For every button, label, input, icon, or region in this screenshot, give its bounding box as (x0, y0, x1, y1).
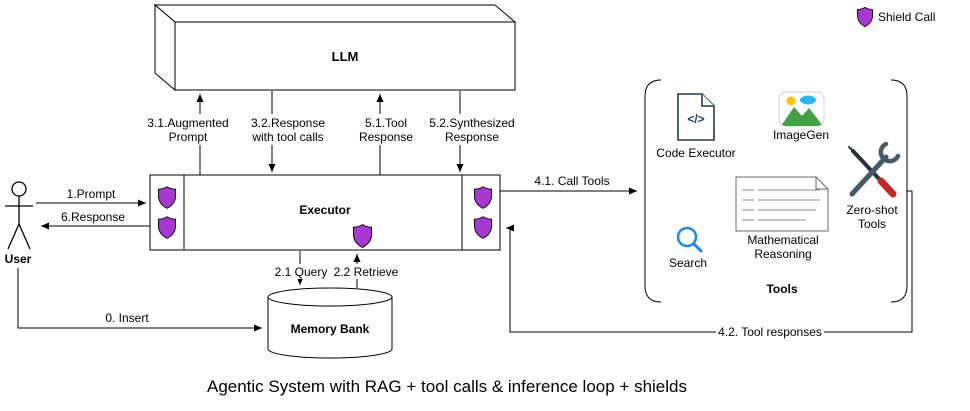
llm-node: LLM (153, 3, 517, 92)
search-icon (676, 226, 703, 253)
executor-node: Executor (149, 174, 501, 251)
retrieve-label: 2.2 Retrieve (334, 265, 399, 279)
math-reasoning-icon (735, 176, 829, 232)
label-bg (716, 325, 824, 340)
augmented-prompt-label: 3.1.Augmented (147, 116, 228, 130)
code-executor-icon: </> (677, 93, 715, 141)
label-bg (356, 114, 416, 145)
user-label: User (5, 252, 32, 266)
call-tools-label: 4.1. Call Tools (534, 174, 609, 188)
diagram-title: Agentic System with RAG + tool calls & i… (207, 377, 687, 396)
user-figure (5, 181, 33, 250)
zero-shot-tools-icon (848, 141, 901, 198)
legend-shield-call-label: Shield Call (878, 10, 935, 24)
imagegen-label: ImageGen (773, 128, 829, 142)
label-bg (244, 114, 332, 145)
tools-group-bracket-left (644, 79, 662, 303)
label-bg (272, 264, 330, 279)
response-tool-calls-label: with tool calls (251, 130, 323, 144)
zero-shot-label: Zero-shot (846, 203, 898, 217)
synthesized-response-label: Response (445, 130, 499, 144)
tool-responses-label: 4.2. Tool responses (718, 325, 822, 339)
label-bg (332, 264, 400, 279)
search-label: Search (669, 256, 707, 270)
synthesized-response-label: 5.2.Synthesized (429, 116, 514, 130)
cloud-glyph (800, 95, 816, 105)
tool-response-label: 5.1.Tool (365, 116, 407, 130)
user-head (11, 181, 27, 197)
tool-response-label: Response (359, 130, 413, 144)
math-reasoning-label: Reasoning (754, 247, 811, 261)
legend: Shield Call (857, 7, 935, 27)
code-executor-label: Code Executor (656, 146, 735, 160)
augmented-prompt-label: Prompt (169, 130, 208, 144)
tool-responses-connector (506, 190, 913, 333)
response-tool-calls-label: 3.2.Response (251, 116, 325, 130)
imagegen-icon (778, 91, 825, 127)
tools-group-bracket-right (890, 79, 908, 303)
insert-label: 0. Insert (105, 311, 149, 325)
code-glyph: </> (687, 112, 704, 126)
label-bg (430, 114, 515, 145)
label-bg (146, 114, 230, 145)
response-label: 6.Response (61, 210, 125, 224)
llm-label: LLM (332, 49, 359, 64)
executor-label: Executor (299, 203, 351, 217)
sun-glyph (786, 96, 796, 106)
zero-shot-label: Tools (858, 217, 886, 231)
prompt-label: 1.Prompt (67, 187, 116, 201)
shield-icon (857, 7, 873, 27)
tools-group-label: Tools (766, 282, 797, 296)
memory-bank-node: Memory Bank (267, 287, 393, 359)
hill-glyph (781, 107, 823, 126)
insert-arrow (17, 268, 262, 332)
query-label: 2.1 Query (275, 265, 328, 279)
memory-bank-label: Memory Bank (291, 322, 370, 336)
math-reasoning-label: Mathematical (747, 233, 818, 247)
